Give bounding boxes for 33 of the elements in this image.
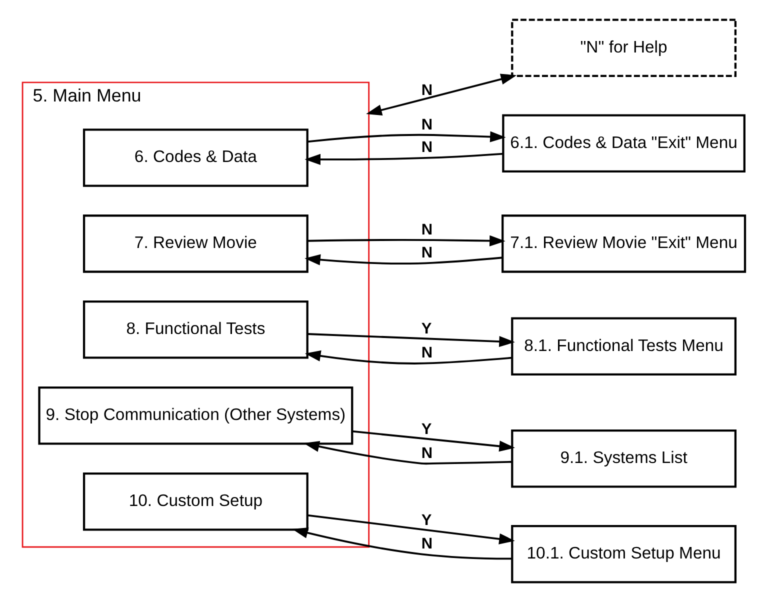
node-box: 7.1. Review Movie "Exit" Menu xyxy=(502,214,746,272)
arrow xyxy=(304,440,512,464)
edge-label: Y xyxy=(421,511,432,528)
edge-label: N xyxy=(421,81,433,98)
arrow xyxy=(366,73,517,115)
node-box: 9. Stop Communication (Other Systems) xyxy=(38,386,354,444)
arrow xyxy=(304,254,503,265)
node-box: 10. Custom Setup xyxy=(82,472,308,530)
edge-label: N xyxy=(421,444,433,462)
node-box: 8.1. Functional Tests Menu xyxy=(511,316,737,376)
arrow xyxy=(352,430,516,452)
arrow xyxy=(307,130,506,142)
arrow xyxy=(292,526,512,560)
arrow xyxy=(304,350,512,364)
edge-label: N xyxy=(421,221,433,238)
node-box: "N" for Help xyxy=(511,18,737,76)
arrow xyxy=(308,234,506,246)
node-box: 6.1. Codes & Data "Exit" Menu xyxy=(502,114,746,172)
arrow xyxy=(304,152,504,164)
node-box: 7. Review Movie xyxy=(82,214,308,272)
node-box: 10.1. Custom Setup Menu xyxy=(511,524,737,583)
node-box: 8. Functional Tests xyxy=(82,300,308,358)
arrow xyxy=(308,514,515,544)
edge-label: Y xyxy=(421,420,432,438)
edge-label: N xyxy=(421,535,433,552)
node-box: 9.1. Systems List xyxy=(511,429,737,488)
node-box: 6. Codes & Data xyxy=(82,128,308,186)
edge-label: N xyxy=(421,344,433,362)
edge-label: N xyxy=(421,138,433,156)
edge-label: Y xyxy=(421,320,432,338)
arrow xyxy=(308,332,515,347)
edge-label: N xyxy=(421,244,433,261)
edge-label: N xyxy=(421,116,433,134)
